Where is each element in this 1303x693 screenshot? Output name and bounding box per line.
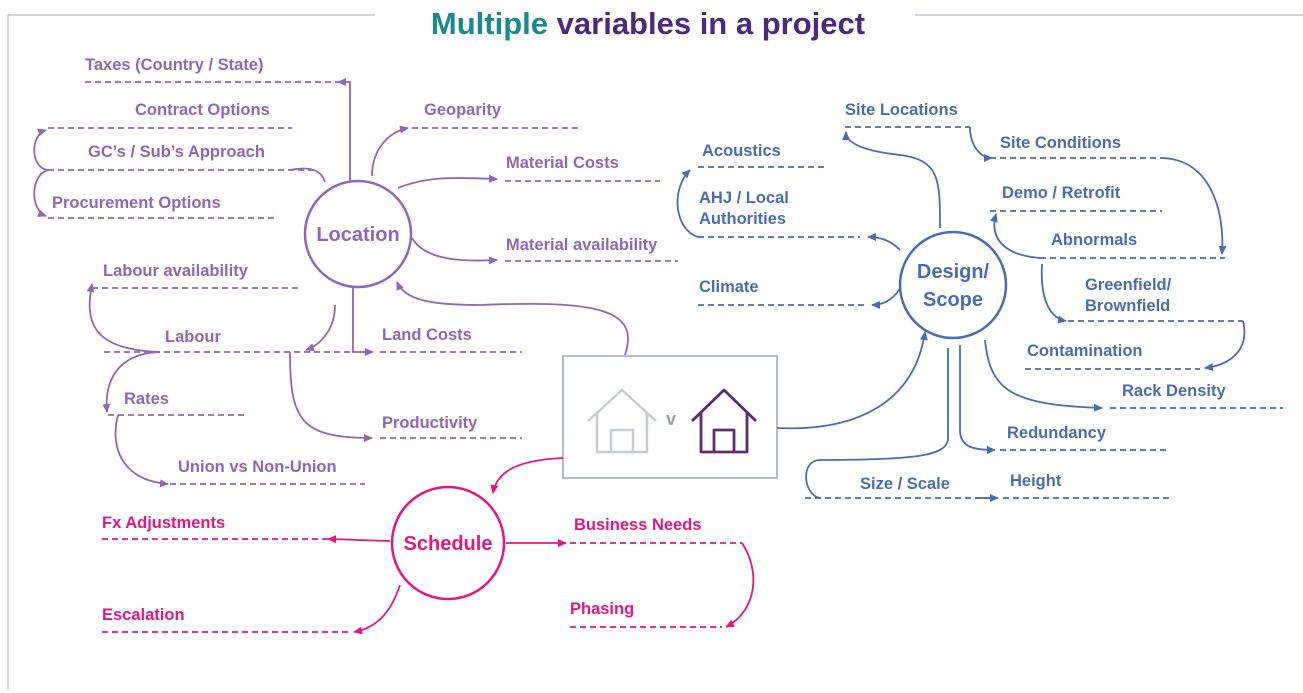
label-contract-options: Contract Options	[135, 101, 270, 119]
comparison-box	[562, 355, 778, 479]
design-hub-label-line2: Scope	[923, 289, 983, 311]
label-demo-retrofit: Demo / Retrofit	[1002, 184, 1121, 202]
label-site-conditions: Site Conditions	[1000, 134, 1121, 152]
schedule-connectors	[327, 457, 755, 635]
label-phasing: Phasing	[570, 600, 634, 618]
label-redundancy: Redundancy	[1007, 424, 1107, 442]
label-geoparity: Geoparity	[424, 101, 502, 119]
label-taxes: Taxes (Country / State)	[85, 56, 263, 74]
label-site-locations: Site Locations	[845, 101, 958, 119]
label-business-needs: Business Needs	[574, 516, 701, 534]
label-size-scale: Size / Scale	[860, 475, 950, 493]
location-underlines	[48, 81, 678, 485]
label-material-availability: Material availability	[506, 236, 658, 254]
design-connectors	[676, 126, 1246, 502]
label-fx-adjustments: Fx Adjustments	[102, 514, 225, 532]
label-land-costs: Land Costs	[382, 326, 472, 344]
design-underlines	[698, 126, 1283, 499]
label-acoustics: Acoustics	[702, 142, 781, 160]
label-abnormals: Abnormals	[1051, 231, 1137, 249]
design-hub-label-line1: Design/	[917, 261, 990, 283]
design-hub-circle	[898, 230, 1008, 340]
label-labour-availability: Labour availability	[103, 262, 249, 280]
location-hub-label: Location	[316, 224, 399, 246]
label-greenfield-line2: Brownfield	[1085, 297, 1170, 315]
label-gc-sub-approach: GC’s / Sub’s Approach	[88, 143, 265, 161]
label-rack-density: Rack Density	[1122, 382, 1226, 400]
label-rates: Rates	[124, 390, 169, 408]
label-greenfield-line1: Greenfield/	[1085, 276, 1172, 294]
diagram-title: Multiple variables in a project	[431, 6, 865, 41]
label-climate: Climate	[699, 278, 759, 296]
label-ahj-line1: AHJ / Local	[699, 189, 789, 207]
label-contamination: Contamination	[1027, 342, 1143, 360]
frame-border	[7, 14, 1303, 690]
comparison-separator: v	[666, 409, 676, 429]
label-productivity: Productivity	[382, 414, 478, 432]
label-procurement-options: Procurement Options	[52, 194, 221, 212]
label-escalation: Escalation	[102, 606, 185, 624]
label-labour: Labour	[165, 328, 221, 346]
location-connectors	[33, 78, 629, 488]
schedule-underlines	[102, 538, 742, 633]
label-height: Height	[1010, 472, 1062, 490]
house-solid-icon	[691, 388, 757, 454]
schedule-hub-circle	[390, 485, 506, 601]
label-ahj-line2: Authorities	[699, 210, 786, 228]
schedule-hub-label: Schedule	[404, 533, 493, 555]
house-outline-icon	[587, 388, 657, 454]
label-material-costs: Material Costs	[506, 154, 619, 172]
location-hub-circle	[303, 179, 413, 289]
label-union: Union vs Non-Union	[178, 458, 337, 476]
